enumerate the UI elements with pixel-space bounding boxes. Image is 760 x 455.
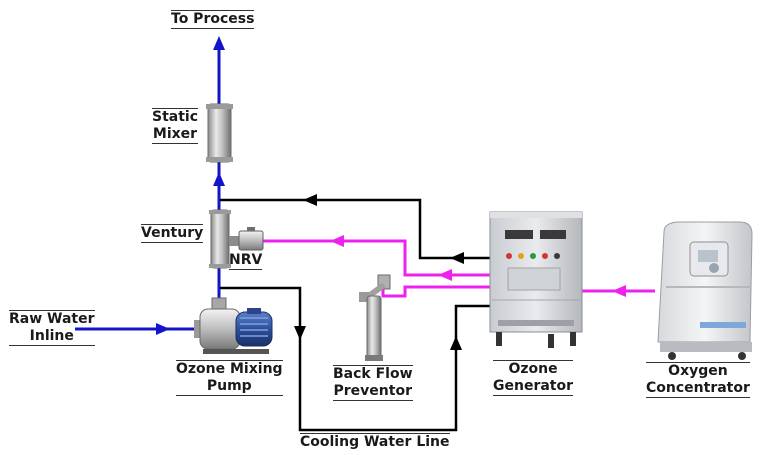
arrow-left-icon [438,269,452,281]
raw-water-inline-text-line-1: Raw Water [9,311,95,327]
back-flow-preventor-text-line-1: Back Flow [333,366,413,382]
ventury-icon [209,209,231,269]
to-process-label: To Process [171,10,255,29]
ozone-mixing-pump-icon [194,297,273,354]
ozone-generator-text-line-1: Ozone [508,361,558,377]
oxygen-concentrator-icon [657,221,753,360]
oxygen-line [262,239,655,298]
raw-water-inline-label: Raw Water Inline [9,310,95,346]
static-mixer-text-line-2: Mixer [152,126,198,142]
oxygen-concentrator-text-line-1: Oxygen [668,363,728,379]
nrv-icon [229,227,264,251]
back-flow-preventor-text-line-2: Preventor [333,383,412,399]
nrv-text: NRV [229,252,263,268]
ventury-text: Ventury [141,225,204,241]
ozone-mixing-pump-text-line-2: Pump [206,378,252,394]
static-mixer-label: Static Mixer [152,108,199,144]
arrow-left-icon [330,235,344,247]
ozone-generator-label: Ozone Generator [493,360,574,396]
arrow-left-icon [612,285,626,297]
arrow-left-icon [303,194,317,206]
to-process-text: To Process [171,11,255,27]
cooling-water-line-label: Cooling Water Line [300,433,450,451]
arrow-left-icon [450,252,464,264]
ozone-mixing-pump-label: Ozone Mixing Pump [176,360,283,396]
oxygen-concentrator-text-line-2: Concentrator [646,380,750,396]
water-arrows [156,36,225,335]
arrow-up-icon [213,172,225,186]
water-line [75,40,221,331]
arrow-right-icon [156,323,170,335]
oxygen-arrows [330,235,626,297]
arrow-up-icon [213,36,225,50]
ozone-mixing-pump-text-line-1: Ozone Mixing [176,361,283,377]
raw-water-inline-text-line-2: Inline [29,328,74,344]
oxygen-concentrator-label: Oxygen Concentrator [646,362,750,398]
static-mixer-text-line-1: Static [152,109,199,125]
cooling-arrows [294,194,464,350]
nrv-label: NRV [229,252,263,270]
ozone-generator-text-line-2: Generator [493,378,574,394]
ozone-generator-icon [489,211,583,348]
static-mixer-icon [206,103,233,163]
back-flow-preventor-label: Back Flow Preventor [333,365,413,401]
cooling-water-line-text: Cooling Water Line [300,434,450,450]
ventury-label: Ventury [141,224,204,243]
arrow-down-icon [294,326,306,340]
arrow-up-icon [450,336,462,350]
back-flow-preventor-icon [359,274,391,361]
